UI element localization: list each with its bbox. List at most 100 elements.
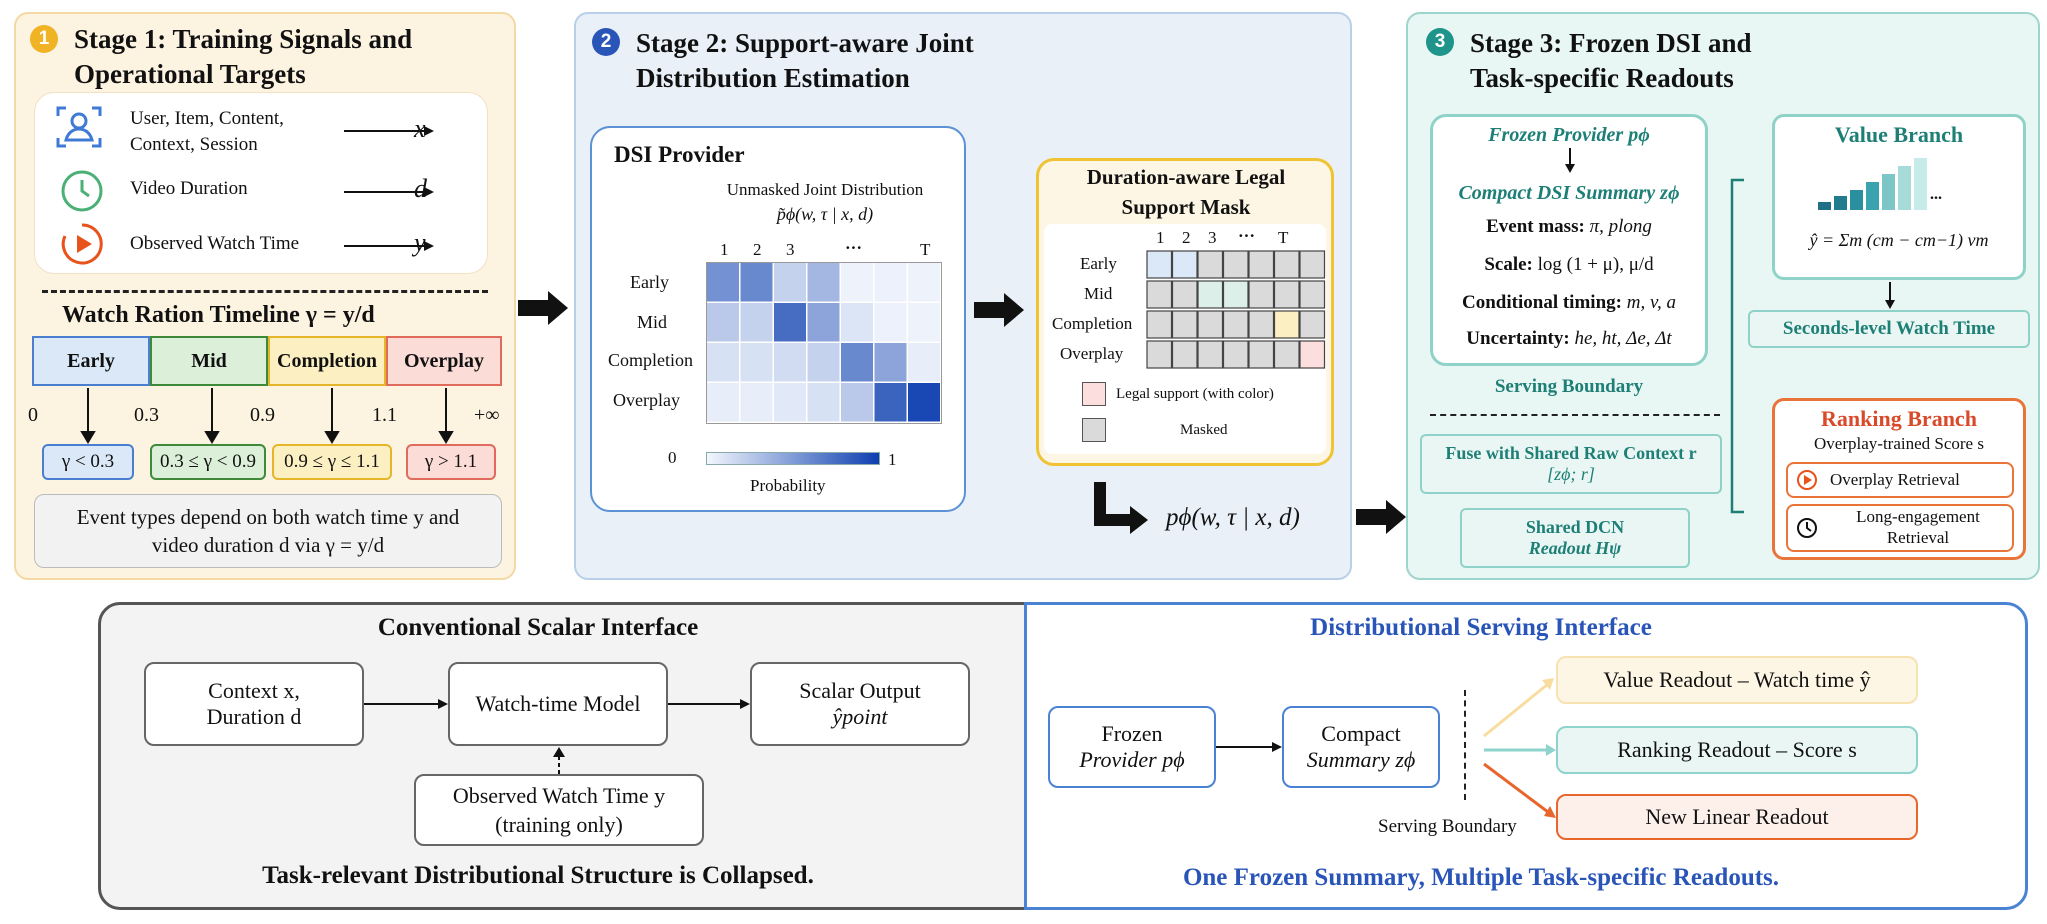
serving-boundary-label: Serving Boundary xyxy=(1494,376,1644,397)
heatmap-cell xyxy=(774,383,806,422)
mask-cell-masked xyxy=(1299,280,1326,309)
dcn-line2: Readout Hψ xyxy=(1528,538,1622,558)
heat-row-completion: Completion xyxy=(608,350,693,370)
watch-time-model-box: Watch-time Model xyxy=(448,662,668,746)
readout-arrows xyxy=(1483,678,1556,818)
legend-legal-label: Legal support (with color) xyxy=(1116,386,1274,402)
mask-cell-masked xyxy=(1248,340,1275,369)
mask-cell-masked xyxy=(1222,340,1249,369)
mask-cell-masked xyxy=(1273,340,1300,369)
value-bar xyxy=(1914,158,1927,210)
serving-boundary-caption: Serving Boundary xyxy=(1378,816,1517,837)
big-arrow-stage1-to-2 xyxy=(518,291,568,325)
feature-timing: Conditional timing: m, v, a xyxy=(1430,292,1708,314)
heatmap-cell xyxy=(908,303,940,342)
context-line2: Duration d xyxy=(206,704,302,729)
value-formula: ŷ = Σm (cm − cm−1) vm xyxy=(1809,230,1989,250)
conventional-footer: Task-relevant Distributional Structure i… xyxy=(262,862,814,889)
scalar-output-line1: Scalar Output xyxy=(799,678,921,703)
heatmap-cell xyxy=(740,343,773,382)
heatmap-cell xyxy=(740,383,773,422)
value-bar xyxy=(1850,190,1863,210)
compact-summary-box: Compact Summary zϕ xyxy=(1282,706,1440,788)
mask-cell-masked xyxy=(1299,250,1326,279)
mask-cell-masked xyxy=(1197,340,1224,369)
mask-row-mid: Mid xyxy=(1084,284,1113,303)
heat-col-T: T xyxy=(920,240,931,259)
mask-cell-masked xyxy=(1197,310,1224,339)
heat-row-overplay: Overplay xyxy=(613,390,680,410)
feature-event-mass-key: Event mass: xyxy=(1486,216,1585,237)
heat-row-mid: Mid xyxy=(637,312,668,332)
heat-col-3: 3 xyxy=(786,240,795,259)
feature-uncertainty-key: Uncertainty: xyxy=(1466,328,1570,349)
tick-1.1: 1.1 xyxy=(372,404,397,426)
condition-overplay: γ > 1.1 xyxy=(406,444,496,480)
mask-cell-masked xyxy=(1248,280,1275,309)
heatmap-cell xyxy=(807,343,840,382)
ranking-sub: Overplay-trained Score s xyxy=(1814,434,1984,453)
observed-line1: Observed Watch Time y xyxy=(452,783,666,808)
heatmap-cell xyxy=(774,263,806,302)
target-d: d xyxy=(414,174,427,203)
play-icon xyxy=(61,223,103,265)
heatmap-cell xyxy=(707,303,739,342)
heatmap-cell xyxy=(908,343,940,382)
value-bar xyxy=(1898,166,1911,210)
value-dots: ... xyxy=(1930,186,1942,203)
heatmap-cell xyxy=(874,383,907,422)
scalar-output-box: Scalar Output ŷpoint xyxy=(750,662,970,746)
mask-row-completion: Completion xyxy=(1052,314,1133,333)
heatmap-cell xyxy=(774,343,806,382)
new-linear-readout-box: New Linear Readout xyxy=(1556,794,1918,840)
scalar-output-line2: ŷpoint xyxy=(832,704,888,729)
frozen-line2: Provider pϕ xyxy=(1079,747,1185,772)
mask-grid xyxy=(1146,250,1326,369)
mask-cell-masked xyxy=(1146,310,1173,339)
condition-early: γ < 0.3 xyxy=(42,444,134,480)
stage1-title: Stage 1: Training Signals and Operationa… xyxy=(74,24,413,89)
mask-cell-masked xyxy=(1171,340,1198,369)
phase-mid: Mid xyxy=(150,336,268,386)
mask-col-2: 2 xyxy=(1182,228,1191,247)
value-readout-box: Value Readout – Watch time ŷ xyxy=(1556,656,1918,704)
mask-col-3: 3 xyxy=(1208,228,1217,247)
serving-boundary-line xyxy=(1430,414,1720,416)
feature-event-mass: Event mass: π, plong xyxy=(1430,216,1708,238)
condition-completion: 0.9 ≤ γ ≤ 1.1 xyxy=(272,444,392,480)
phase-arrows xyxy=(80,388,454,444)
arrow-observed-to-model xyxy=(553,747,565,774)
phase-completion: Completion xyxy=(268,336,386,386)
heatmap-cell xyxy=(841,383,873,422)
dcn-line1: Shared DCN xyxy=(1525,517,1625,537)
heatmap-cell xyxy=(774,303,806,342)
big-arrow-stage2-to-3 xyxy=(1356,500,1406,534)
heatmap-cell xyxy=(740,263,773,302)
event-types-note: Event types depend on both watch time y … xyxy=(34,494,502,568)
bracket xyxy=(1730,178,1744,514)
mask-cell-masked xyxy=(1197,250,1224,279)
heatmap-cell xyxy=(841,303,873,342)
mask-cell-legal xyxy=(1299,340,1326,369)
phase-early: Early xyxy=(32,336,150,386)
heatmap-cell xyxy=(707,263,739,302)
fuse-line1: Fuse with Shared Raw Context r xyxy=(1445,443,1697,463)
phase-overplay: Overplay xyxy=(386,336,502,386)
distributional-footer: One Frozen Summary, Multiple Task-specif… xyxy=(1182,864,1780,891)
feature-event-mass-value: π, plong xyxy=(1589,216,1652,237)
user-scan-icon xyxy=(56,106,102,148)
mask-cell-legal xyxy=(1222,280,1249,309)
mask-cell-masked xyxy=(1146,340,1173,369)
feature-timing-key: Conditional timing: xyxy=(1462,292,1622,313)
heatmap-formula: p̃ϕ(w, τ | x, d) xyxy=(776,204,874,224)
dashed-divider xyxy=(42,290,488,293)
inputs-box xyxy=(34,92,488,274)
mask-cell-masked xyxy=(1222,250,1249,279)
tick-0.3: 0.3 xyxy=(134,404,159,426)
dsi-provider-title: DSI Provider xyxy=(614,142,745,167)
target-y: y xyxy=(414,228,426,257)
mask-cell-masked xyxy=(1299,310,1326,339)
frozen-line1: Frozen xyxy=(1101,721,1163,746)
heat-col-1: 1 xyxy=(720,240,729,259)
clock-icon xyxy=(61,170,103,212)
